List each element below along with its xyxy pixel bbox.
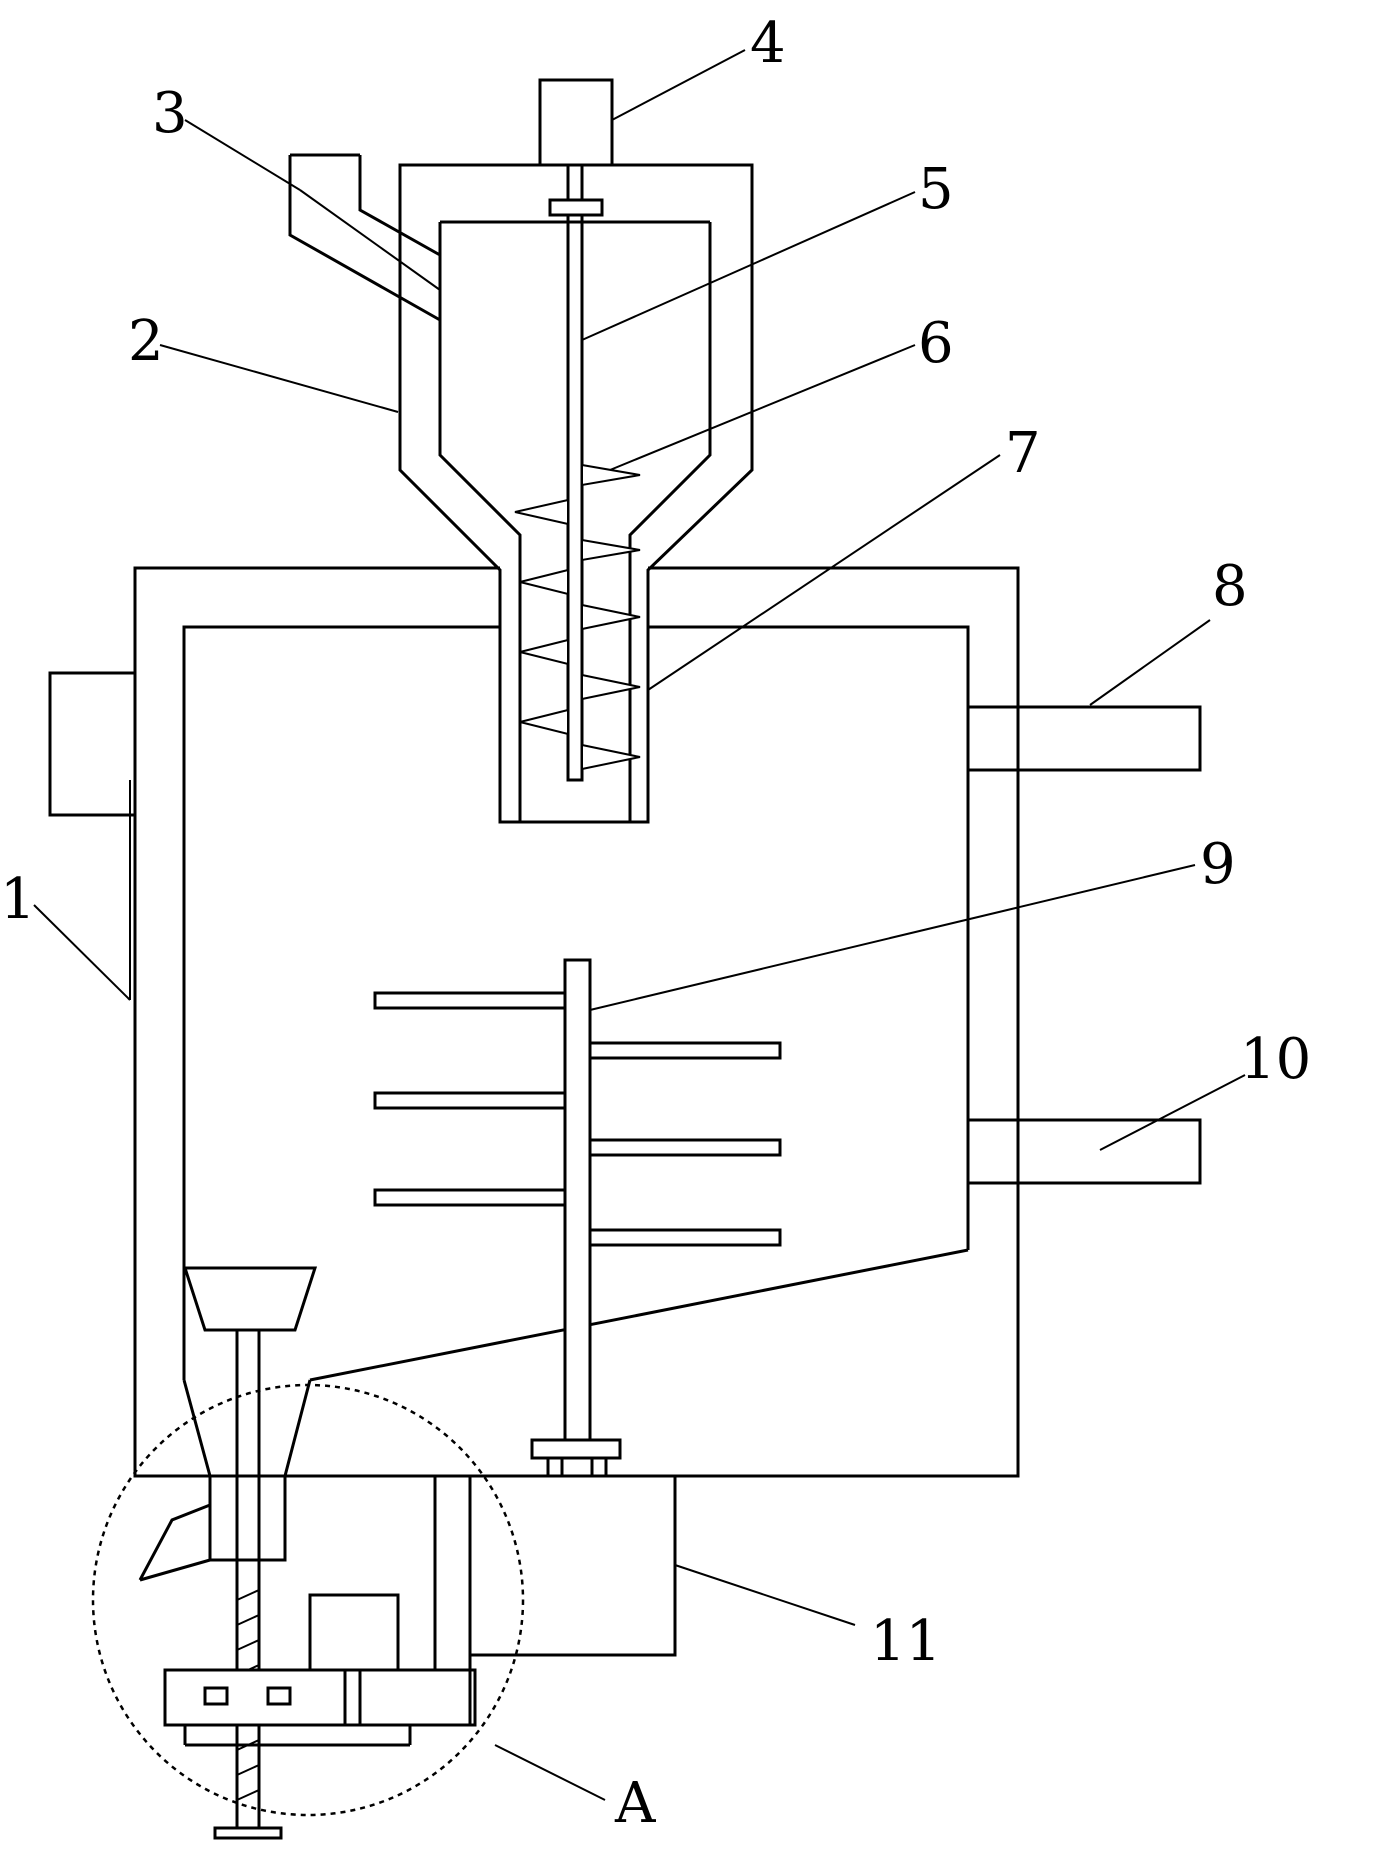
detail-circle [91,1383,525,1817]
label-5: 5 [918,157,954,222]
discharge-assembly [138,1266,477,1840]
outlet-pipe-lower [968,1118,1202,1185]
label-3: 3 [152,81,188,146]
side-box [48,671,137,817]
bottom-box [468,1476,677,1657]
screw-blades [514,463,641,771]
label-2: 2 [128,309,164,374]
label-10: 10 [1240,1027,1311,1092]
motor [538,78,614,167]
label-7: 7 [1005,421,1041,486]
screw-shaft [548,165,604,782]
label-4: 4 [750,11,786,76]
label-6: 6 [918,311,954,376]
feed-hopper [288,153,754,824]
label-A: A [614,1771,656,1836]
tank-body [48,566,1020,1478]
label-11: 11 [870,1609,941,1674]
outlet-pipe-upper [968,705,1202,772]
part-labels: 1 2 3 4 5 6 7 8 9 10 11 A [0,11,1311,1836]
leader-lines [33,49,1246,1801]
stirring-shaft [373,958,782,1478]
label-9: 9 [1200,832,1236,897]
label-1: 1 [0,867,36,932]
label-8: 8 [1212,554,1248,619]
